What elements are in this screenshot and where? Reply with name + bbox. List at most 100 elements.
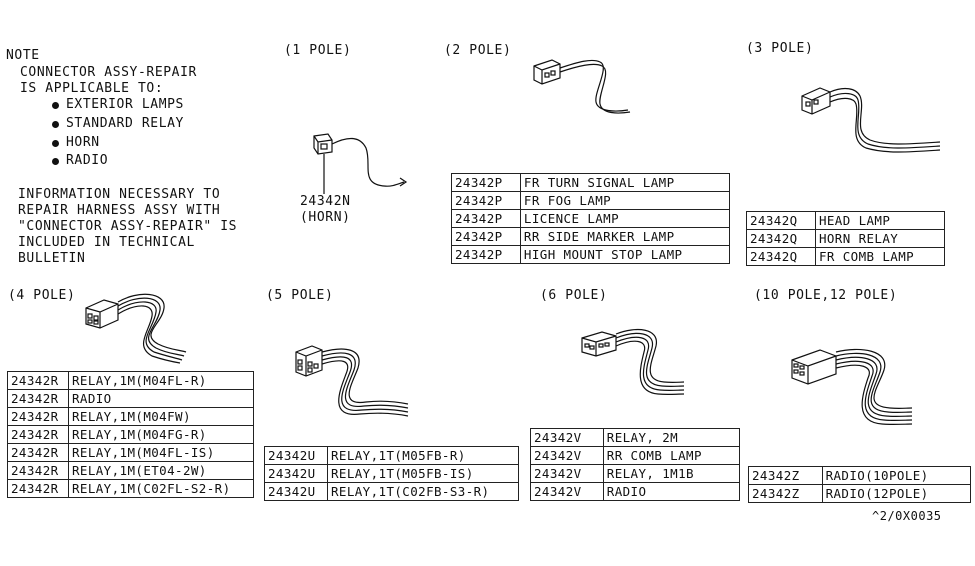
part-number: 24342U [264,482,328,501]
part-desc: FR TURN SIGNAL LAMP [519,173,731,192]
part-number: 24342Z [748,466,823,485]
part-desc: RADIO [67,389,255,408]
title-10-12-pole: (10 POLE,12 POLE) [754,288,898,303]
part-number: 24342Q [746,247,816,266]
part-number: 24342Q [746,229,816,248]
part-desc: RELAY, 1M1B [602,464,741,483]
note-heading: NOTE [6,48,40,63]
part-number: 24342P [451,227,521,246]
part-desc: RELAY,1M(M04FW) [67,407,255,426]
part-number: 24342R [7,461,69,480]
part-number: 24342R [7,425,69,444]
connector-6-pole-drawing [581,328,685,396]
part-number: 24342V [530,464,604,483]
part-desc: RELAY,1M(ET04-2W) [67,461,255,480]
part-desc: FR COMB LAMP [814,247,946,266]
part-number: 24342R [7,479,69,498]
part-24342n-desc: (HORN) [300,210,351,225]
part-number: 24342R [7,407,69,426]
part-number: 24342U [264,464,328,483]
bullet-icon [52,121,59,128]
bullet-icon [52,158,59,165]
part-number: 24342P [451,191,521,210]
note-item-horn: HORN [66,135,100,150]
note-item-standard-relay: STANDARD RELAY [66,116,184,131]
note-line-2: IS APPLICABLE TO: [20,81,164,96]
part-desc: RELAY, 2M [602,428,741,447]
part-desc: RELAY,1M(C02FL-S2-R) [67,479,255,498]
part-desc: RADIO(12POLE) [821,484,972,503]
part-desc: RADIO(10POLE) [821,466,972,485]
part-desc: RELAY,1M(M04FL-R) [67,371,255,390]
part-number: 24342Z [748,484,823,503]
part-number: 24342R [7,389,69,408]
part-number: 24342P [451,173,521,192]
part-number: 24342P [451,209,521,228]
bullet-icon [52,140,59,147]
part-24342n: 24342N [300,194,351,209]
figure-code: ^2/0X0035 [872,509,942,523]
part-desc: RR SIDE MARKER LAMP [519,227,731,246]
part-number: 24342U [264,446,328,465]
info-line-2: REPAIR HARNESS ASSY WITH [18,203,221,218]
title-2-pole: (2 POLE) [444,43,512,58]
part-desc: RELAY,1T(M05FB-IS) [326,464,520,483]
title-5-pole: (5 POLE) [266,288,334,303]
connector-2-pole-drawing [533,59,631,114]
info-line-5: BULLETIN [18,251,86,266]
part-desc: RELAY,1T(C02FB-S3-R) [326,482,520,501]
title-6-pole: (6 POLE) [540,288,608,303]
part-number: 24342P [451,245,521,264]
note-item-exterior-lamps: EXTERIOR LAMPS [66,97,184,112]
part-desc: RELAY,1M(M04FL-IS) [67,443,255,462]
part-number: 24342V [530,428,604,447]
part-desc: RR COMB LAMP [602,446,741,465]
bullet-icon [52,102,59,109]
part-desc: LICENCE LAMP [519,209,731,228]
part-number: 24342V [530,482,604,501]
connector-4-pole-drawing [85,293,187,364]
part-desc: HORN RELAY [814,229,946,248]
part-number: 24342Q [746,211,816,230]
connector-5-pole-drawing [295,345,409,417]
part-desc: RADIO [602,482,741,501]
info-line-3: "CONNECTOR ASSY-REPAIR" IS [18,219,238,234]
part-number: 24342R [7,443,69,462]
title-4-pole: (4 POLE) [8,288,76,303]
connector-3-pole-drawing [801,87,941,153]
part-number: 24342R [7,371,69,390]
note-item-radio: RADIO [66,153,109,168]
title-3-pole: (3 POLE) [746,41,814,56]
info-line-1: INFORMATION NECESSARY TO [18,187,221,202]
part-desc: FR FOG LAMP [519,191,731,210]
